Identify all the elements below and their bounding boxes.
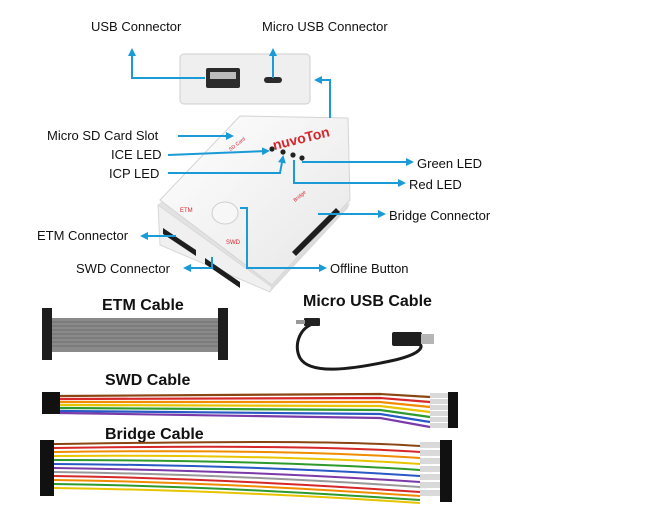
label-ice-led: ICE LED: [111, 147, 162, 162]
usb-end-panel: [179, 53, 311, 105]
etm-port-label: ETM: [180, 208, 193, 214]
label-icp-led: ICP LED: [109, 166, 160, 181]
label-etm-connector: ETM Connector: [37, 228, 129, 243]
bridge-connector-port: [292, 208, 340, 256]
offline-button-icon: [211, 201, 239, 225]
title-swd-cable: SWD Cable: [105, 372, 191, 389]
title-etm-cable: ETM Cable: [102, 297, 184, 314]
label-red-led: Red LED: [409, 177, 462, 192]
swd-connector-port: [205, 258, 240, 288]
callout-lines: [128, 48, 414, 272]
label-bridge-connector: Bridge Connector: [389, 208, 491, 223]
red-led-dot: [290, 152, 296, 158]
label-offline-button: Offline Button: [330, 261, 409, 276]
label-usb-connector: USB Connector: [91, 19, 182, 34]
bridge-cable-illustration: [40, 440, 452, 504]
green-led-dot: [299, 155, 305, 161]
label-swd-connector: SWD Connector: [76, 261, 170, 276]
etm-cable-illustration: [42, 308, 228, 360]
label-micro-sd-card-slot: Micro SD Card Slot: [47, 128, 159, 143]
micro-usb-port-icon: [264, 77, 282, 83]
label-micro-usb-connector: Micro USB Connector: [262, 19, 388, 34]
title-bridge-cable: Bridge Cable: [105, 426, 204, 443]
ice-device-body: nuvoTon SD Card ETM SWD Bridge: [157, 115, 351, 293]
icp-led-dot: [280, 149, 286, 155]
label-green-led: Green LED: [417, 156, 483, 171]
title-micro-usb-cable: Micro USB Cable: [303, 293, 432, 310]
micro-usb-cable-illustration: [295, 318, 434, 371]
ice-led-dot: [269, 146, 275, 152]
swd-port-label: SWD: [226, 240, 241, 246]
swd-cable-illustration: [42, 392, 458, 429]
